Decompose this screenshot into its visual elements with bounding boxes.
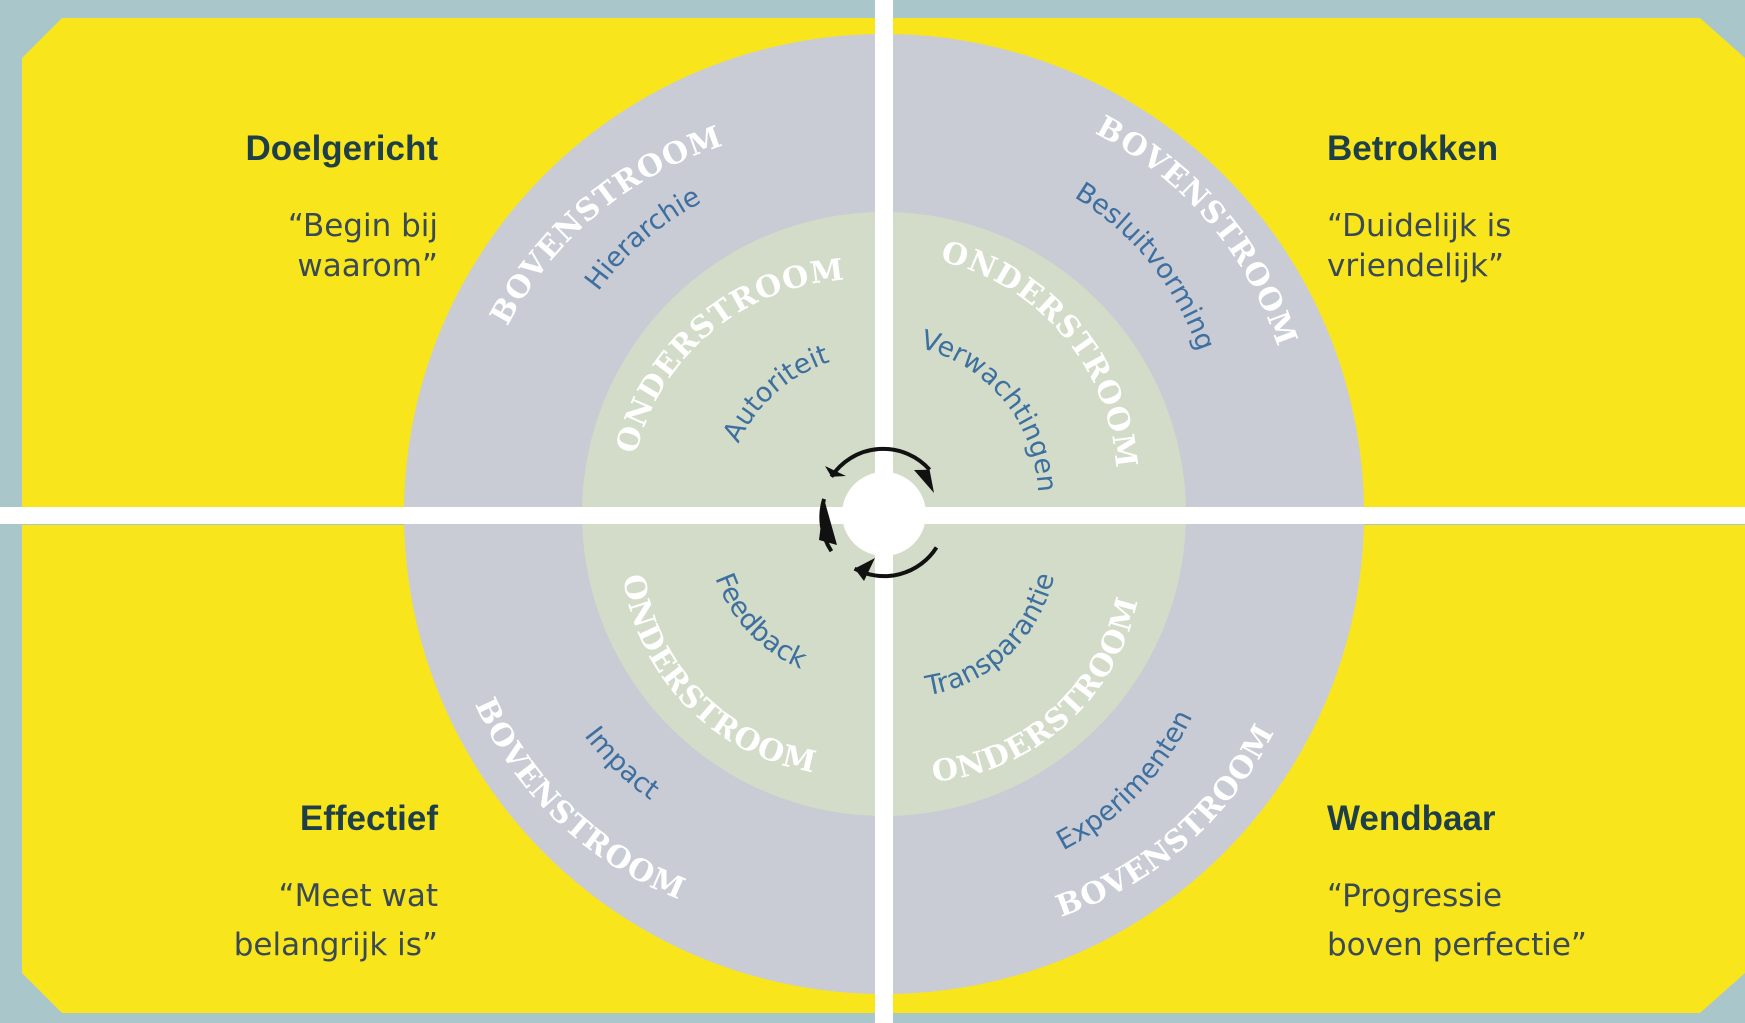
quadrant-title-betrokken: Betrokken bbox=[1327, 129, 1498, 168]
center-hub bbox=[842, 472, 926, 556]
quadrant-quote-line-1: “Meet wat bbox=[279, 878, 438, 914]
quadrant-quote-line-2: boven perfectie” bbox=[1327, 927, 1587, 963]
quadrant-title-doelgericht: Doelgericht bbox=[245, 129, 438, 168]
cycle-arrows-icon bbox=[819, 446, 939, 581]
quadrant-title-wendbaar: Wendbaar bbox=[1327, 799, 1496, 838]
quadrant-quote-line-2: vriendelijk” bbox=[1327, 248, 1504, 284]
quadrant-title-effectief: Effectief bbox=[300, 799, 438, 838]
quadrant-quote-line-2: belangrijk is” bbox=[234, 927, 438, 963]
quadrant-quote-line-1: “Progressie bbox=[1327, 878, 1502, 914]
quadrant-quote-line-1: “Duidelijk is bbox=[1327, 208, 1511, 244]
quadrant-quote-line-1: “Begin bij bbox=[288, 208, 438, 244]
quadrant-quote-line-2: waarom” bbox=[297, 248, 438, 284]
